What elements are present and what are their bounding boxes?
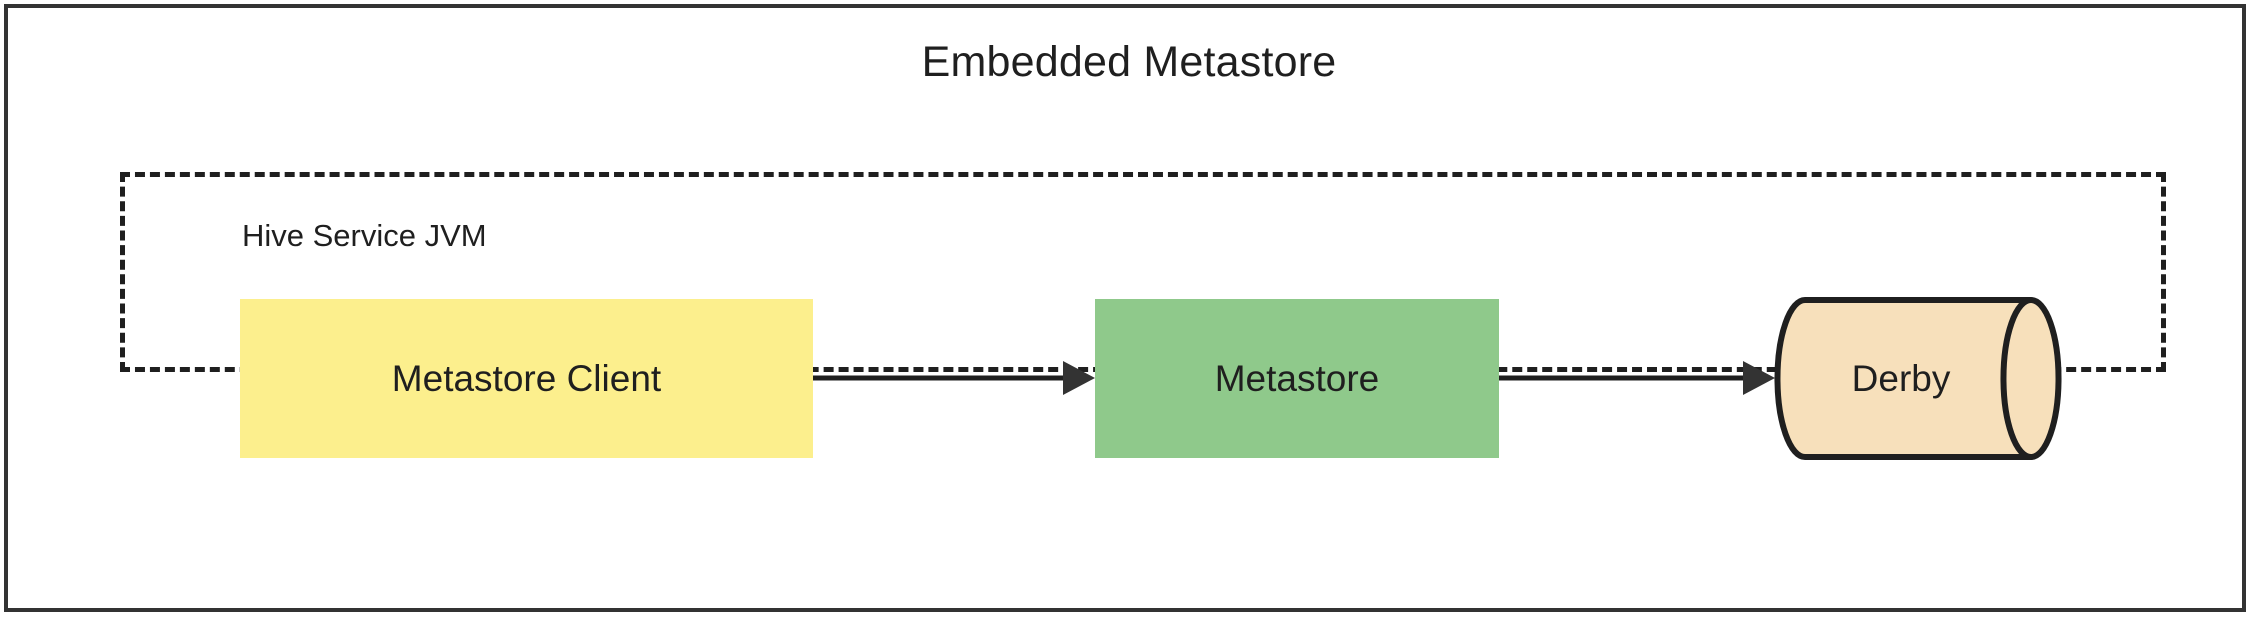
page-title: Embedded Metastore xyxy=(921,38,1337,86)
node-metastore-client-label: Metastore Client xyxy=(391,357,662,399)
hive-service-jvm-label: Hive Service JVM xyxy=(242,218,487,253)
cylinder-icon xyxy=(1774,297,2062,460)
node-derby[interactable]: Derby xyxy=(1774,297,2062,460)
node-metastore-label: Metastore xyxy=(1214,357,1380,399)
node-metastore-client[interactable]: Metastore Client xyxy=(240,299,813,458)
node-derby-label: Derby xyxy=(1851,357,1951,399)
node-metastore[interactable]: Metastore xyxy=(1095,299,1499,458)
edge-metastore-to-derby xyxy=(1499,358,1775,398)
edge-metastore-client-to-metastore xyxy=(813,358,1095,398)
